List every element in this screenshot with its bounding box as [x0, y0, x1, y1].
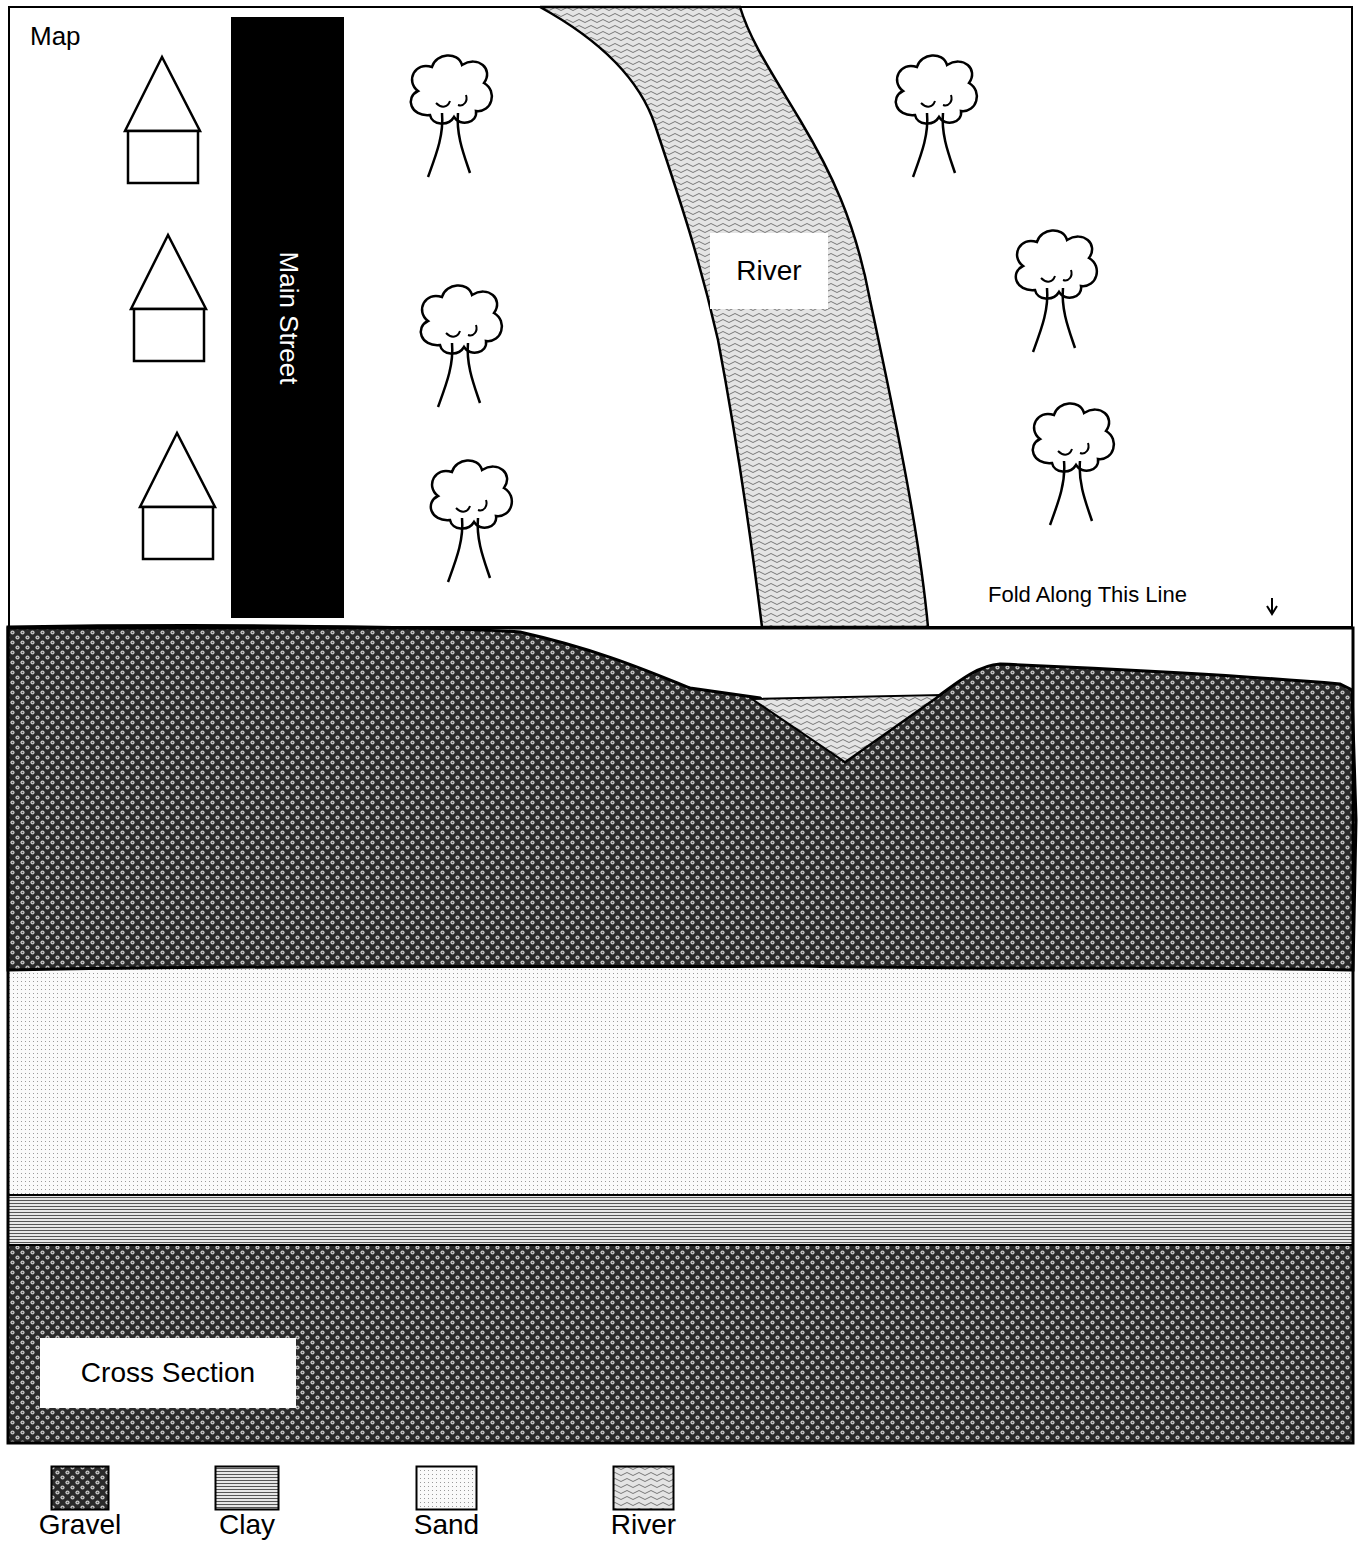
section-label: Cross Section — [40, 1338, 296, 1408]
gravel-layer — [8, 1245, 1353, 1443]
river-section — [752, 695, 940, 762]
house — [140, 433, 215, 559]
legend-swatch — [612, 1465, 675, 1511]
tree — [411, 55, 492, 177]
map-panel: MapMain Street River — [8, 6, 1353, 628]
node-text: Map — [30, 22, 81, 52]
tree — [1016, 230, 1097, 352]
node-text: Cross Section — [81, 1357, 255, 1389]
legend-swatch — [214, 1465, 280, 1511]
legend-swatch — [50, 1465, 110, 1511]
sand-layer — [8, 965, 1353, 1195]
gravel-layer — [8, 626, 1356, 970]
fold-arrow — [1267, 598, 1277, 614]
legend-swatch — [415, 1465, 478, 1511]
legend-text: Gravel — [39, 1510, 121, 1541]
legend-text: Clay — [219, 1510, 275, 1541]
river-map — [540, 7, 928, 627]
street-bar: Main Street — [231, 17, 344, 618]
tree — [421, 285, 502, 407]
node-text: Main Street — [273, 251, 303, 384]
tree — [1033, 403, 1114, 525]
node-text: River — [736, 255, 801, 287]
tree — [896, 55, 977, 177]
river-label: River — [710, 233, 828, 309]
clay-layer — [8, 1195, 1353, 1245]
tree — [431, 460, 512, 582]
legend-text: River — [611, 1510, 676, 1541]
house — [131, 235, 206, 361]
section-frame — [8, 628, 1353, 1443]
house — [125, 57, 200, 183]
fold-label: Fold Along This Line — [988, 582, 1187, 608]
legend-text: Sand — [414, 1510, 479, 1541]
